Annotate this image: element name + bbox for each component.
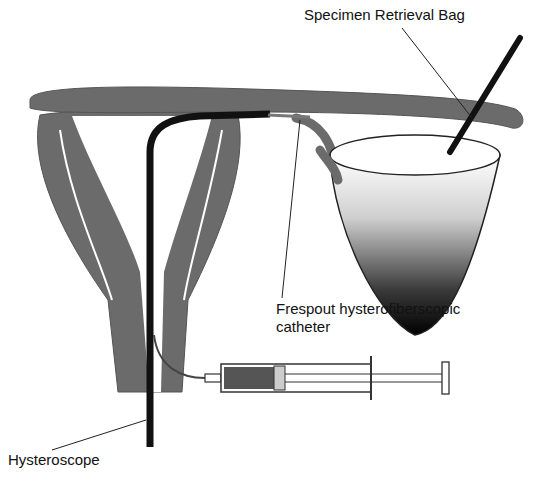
uterine-cavity	[72, 116, 212, 392]
part-label: Frespout hysterofiberscopic catheter	[276, 300, 506, 336]
uterus-body	[38, 110, 241, 392]
hysteroscope	[150, 114, 270, 447]
fimbria-tip	[320, 150, 338, 180]
part-label: Specimen Retrieval Bag	[304, 6, 465, 24]
leader-line	[282, 120, 300, 298]
plunger-rod	[285, 381, 442, 382]
plunger-rod	[285, 373, 442, 374]
fallopian-tube	[30, 87, 523, 128]
catheter-line	[154, 335, 205, 378]
syringe-barrel	[221, 364, 371, 392]
bag-opening	[330, 135, 500, 175]
syringe-fluid	[224, 367, 274, 389]
bag-handle	[450, 38, 520, 152]
leader-line	[52, 420, 146, 450]
leader-line	[402, 28, 472, 118]
barrel-flange	[370, 356, 372, 400]
syringe-nozzle	[205, 374, 221, 382]
catheter-tip	[268, 115, 310, 117]
plunger-thumb	[442, 362, 449, 394]
lobe-line	[60, 130, 112, 300]
plunger-seal	[274, 366, 285, 390]
lobe-line	[184, 130, 222, 300]
part-label: Hysteroscope	[8, 451, 100, 469]
